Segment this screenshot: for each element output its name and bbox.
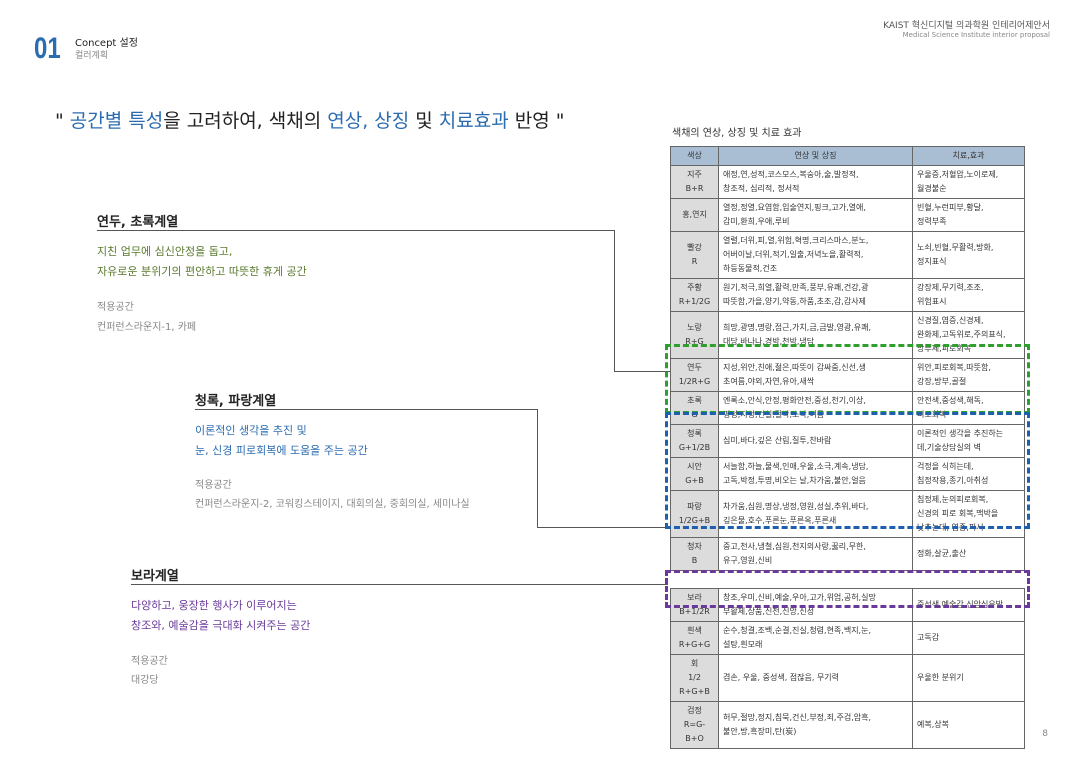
blue-highlight-box [665, 412, 1030, 529]
quote-text: 및 [409, 110, 439, 132]
desc-line: 창조와, 예술감을 극대화 시켜주는 공간 [131, 619, 311, 632]
color-name-cell: 회 1/2 R+G+B [670, 654, 719, 702]
quote-text: 반영 " [508, 110, 565, 132]
apply-spaces: 컨퍼런스라운지-2, 코워킹스테이지, 대회의실, 중회의실, 세미나실 [195, 499, 470, 510]
association-cell: 원기,적극,희열,활력,만족,풍부,유쾌,건강,광 따뜻함,가을,양기,약동,하… [718, 278, 913, 312]
connector-line [131, 584, 668, 585]
association-cell: 열렬,더위,피,열,위험,혁명,크리스마스,분노, 어버이날,더위,적기,일출,… [718, 231, 913, 279]
apply-label: 적용공간 [131, 656, 168, 667]
association-cell: 서늘함,하늘,물색,인애,우울,소극,계속,냉담, 고독,박정,투명,비오는 날… [718, 457, 913, 491]
association-cell: 중고,천사,냉철,심원,천지의사랑,꿇리,무한, 유구,영원,신비 [718, 537, 913, 571]
color-name-cell: 청록 G+1/2B [670, 424, 719, 458]
connector-line [614, 371, 670, 372]
doc-subtitle: Medical Science Institute interior propo… [902, 31, 1050, 39]
apply-label: 적용공간 [97, 302, 134, 313]
effect-cell: 예복,상복 [912, 701, 1025, 749]
quote-text: " [55, 110, 70, 132]
headline-quote: " 공간별 특성을 고려하여, 색채의 연상, 상징 및 치료효과 반영 " [55, 106, 565, 133]
apply-label: 적용공간 [195, 480, 232, 491]
association-cell: 순수,청결,조백,순결,진실,청렴,현족,백지,눈, 설탕,흰모래 [718, 621, 913, 655]
association-cell: 희망,광명,명랑,접근,가치,금,금발,영광,유쾌, 대당,바나나,경박,천박,… [718, 311, 913, 359]
color-name-cell: 홍,연지 [670, 198, 719, 232]
color-name-cell: 청자 B [670, 537, 719, 571]
connector-line [97, 230, 615, 231]
color-name-cell: 시안 G+B [670, 457, 719, 491]
doc-title: KAIST 혁신디지털 의과학원 인테리어제안서 [883, 21, 1050, 31]
association-cell: 열정,정열,요염함,입술연지,핑크,고가,열애, 감미,환희,우애,루비 [718, 198, 913, 232]
association-cell: 애정,연,성적,코스모스,복숭아,술,발정적, 창조적, 심리적, 정서적 [718, 165, 913, 199]
apply-spaces: 대강당 [131, 675, 159, 686]
connector-line [614, 230, 615, 372]
section-subtitle: 컬러계획 [75, 51, 109, 61]
desc-line: 다양하고, 웅장한 행사가 이루어지는 [131, 599, 297, 612]
desc-line: 자유로운 분위기의 편안하고 따뜻한 휴게 공간 [97, 265, 307, 278]
color-name-cell: 연두 1/2R+G [670, 358, 719, 392]
color-name-cell: 주황 R+1/2G [670, 278, 719, 312]
effect-cell: 우울증,저혈압,노이로제, 월경불순 [912, 165, 1025, 199]
association-cell: 겸손, 우울, 중성색, 점잖음, 무기력 [718, 654, 913, 702]
purple-highlight-box [665, 570, 1030, 608]
association-cell: 허무,절망,정지,침묵,건신,부정,죄,주검,암흑, 불안,방,흑장미,탄(炭) [718, 701, 913, 749]
desc-line: 지친 업무에 심신안정을 돕고, [97, 245, 233, 258]
desc-line: 이론적인 생각을 추진 및 [195, 424, 307, 437]
effect-cell: 우울한 분위기 [912, 654, 1025, 702]
effect-cell: 빈혈,누런피부,황달, 정력부족 [912, 198, 1025, 232]
effect-cell: 위안,피로회복,따뜻함, 강장,방부,골절 [912, 358, 1025, 392]
page-number: 8 [1042, 729, 1048, 739]
table-header: 치료,효과 [912, 146, 1025, 166]
desc-line: 눈, 신경 피로회복에 도움을 주는 공간 [195, 444, 368, 457]
effect-cell: 이론적인 생각을 추진하는 데,기술상담실의 벽 [912, 424, 1025, 458]
effect-cell: 고독감 [912, 621, 1025, 655]
color-name-cell: 초록 G [670, 391, 719, 425]
purple-section-title: 보라계열 [131, 569, 179, 584]
quote-highlight: 연상, 상징 [327, 110, 410, 132]
color-name-cell: 빨강 R [670, 231, 719, 279]
apply-spaces: 컨퍼런스라운지-1, 카페 [97, 322, 197, 333]
color-name-cell: 노랑 R+G [670, 311, 719, 359]
section-title: Concept 설정 [75, 38, 138, 49]
table-caption: 색채의 연상, 상징 및 치료 효과 [672, 128, 802, 139]
color-name-cell: 파랑 1/2G+B [670, 490, 719, 538]
effect-cell: 정화,살균,출산 [912, 537, 1025, 571]
association-cell: 지성,위안,친애,젊은,따뜻이 감싸줌,신선,생 초여름,야외,자연,유아,새싹 [718, 358, 913, 392]
green-section-title: 연두, 초록계열 [97, 215, 179, 230]
association-cell: 차가움,심원,명상,냉정,영원,성실,추위,바다, 깊은물,호수,푸른눈,푸른옥… [718, 490, 913, 538]
table-header: 연상 및 상징 [718, 146, 913, 166]
section-number: 01 [34, 32, 61, 65]
color-name-cell: 흰색 R+G+G [670, 621, 719, 655]
table-header: 색상 [670, 146, 719, 166]
association-cell: 심미,바다,깊은 산림,질투,찬바람 [718, 424, 913, 458]
color-name-cell: 지주 B+R [670, 165, 719, 199]
color-name-cell: 검정 R=G-B+O [670, 701, 719, 749]
table-gap [670, 570, 1025, 589]
effect-cell: 신경질,염증,신경제, 완화제,고독위로,주의표식, 방부제,피로회복 [912, 311, 1025, 359]
green-section-desc: 지친 업무에 심신안정을 돕고, 자유로운 분위기의 편안하고 따뜻한 휴게 공간 [97, 242, 307, 282]
effect-cell: 강장제,무기력,조조, 위험표시 [912, 278, 1025, 312]
effect-cell: 노쇠,빈혈,무활력,방화, 정지표식 [912, 231, 1025, 279]
blue-section-title: 청록, 파랑계열 [195, 394, 277, 409]
quote-highlight: 공간별 특성 [69, 110, 164, 132]
quote-text: 을 고려하여, 색채의 [163, 110, 328, 132]
green-highlight-box [665, 344, 1030, 414]
quote-highlight: 치료효과 [438, 110, 509, 132]
connector-line [537, 527, 670, 528]
connector-line [537, 409, 538, 528]
connector-line [195, 409, 538, 410]
